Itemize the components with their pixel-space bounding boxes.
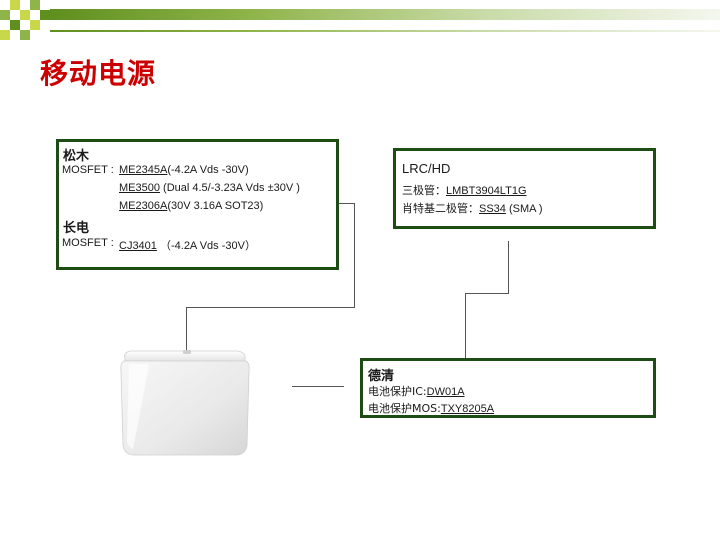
part-row-transistor: 三极管：LMBT3904LT1G bbox=[402, 182, 527, 198]
part-spec-ss34: (SMA ) bbox=[505, 203, 543, 215]
vendor-label-changdian: 长电 bbox=[63, 221, 90, 236]
part-link-ss34[interactable]: SS34 bbox=[479, 203, 506, 215]
deco-square-8 bbox=[0, 30, 10, 40]
component-box-right-top: LRC/HD 三极管：LMBT3904LT1G 肖特基二极管：SS34 (SMA… bbox=[393, 148, 656, 229]
part-link-me3500[interactable]: ME3500 bbox=[119, 182, 160, 194]
page-title: 移动电源 bbox=[40, 57, 157, 90]
part-link-txy8205a[interactable]: TXY8205A bbox=[440, 403, 495, 415]
part-row-protect-mos: 电池保护MOS:TXY8205A bbox=[368, 400, 494, 416]
deco-square-1 bbox=[10, 0, 20, 10]
part-link-lmbt3904lt1g[interactable]: LMBT3904LT1G bbox=[446, 185, 527, 197]
mosfet-label: MOSFET : bbox=[62, 164, 114, 176]
deco-square-6 bbox=[10, 20, 20, 30]
part-link-cj3401[interactable]: CJ3401 bbox=[119, 240, 157, 252]
deco-square-2 bbox=[30, 0, 40, 10]
transistor-label: 三极管： bbox=[402, 184, 446, 197]
part-row-protect-ic: 电池保护IC:DW01A bbox=[368, 383, 465, 399]
part-spec-3: (30V 3.16A SOT23) bbox=[167, 200, 264, 212]
connector-right-drop bbox=[465, 293, 466, 358]
part-row-3: ME2306A(30V 3.16A SOT23) bbox=[119, 200, 263, 212]
part-spec-4: （-4.2A Vds -30V） bbox=[156, 240, 256, 252]
deco-square-7 bbox=[30, 20, 40, 30]
component-box-left: 松木 MOSFET : ME2345A(-4.2A Vds -30V) ME35… bbox=[56, 139, 339, 270]
mosfet-label-2: MOSFET : bbox=[62, 237, 114, 249]
protect-mos-label: 电池保护MOS: bbox=[368, 402, 441, 415]
protect-ic-label: 电池保护IC: bbox=[368, 385, 427, 398]
part-spec-2: (Dual 4.5/-3.23A Vds ±30V ) bbox=[159, 182, 300, 194]
part-spec-1: (-4.2A Vds -30V) bbox=[167, 164, 249, 176]
connector-right-vertical bbox=[508, 241, 509, 294]
deco-square-9 bbox=[20, 30, 30, 40]
header-bar-gap bbox=[50, 20, 720, 30]
schottky-label: 肖特基二极管： bbox=[402, 202, 479, 215]
deco-square-3 bbox=[0, 10, 10, 20]
vendor-label-songmu: 松木 bbox=[63, 149, 90, 164]
vendor-label-lrc: LRC/HD bbox=[402, 161, 451, 176]
connector-bottom-horizontal bbox=[292, 386, 344, 387]
part-link-dw01a[interactable]: DW01A bbox=[426, 386, 465, 398]
power-bank-image bbox=[120, 350, 250, 456]
part-link-me2306a[interactable]: ME2306A bbox=[119, 200, 168, 212]
connector-left-horizontal-2 bbox=[186, 307, 355, 308]
connector-right-horizontal bbox=[465, 293, 509, 294]
deco-square-5 bbox=[40, 10, 50, 20]
deco-square-4 bbox=[20, 10, 30, 20]
connector-left-drop bbox=[186, 307, 187, 351]
part-row-schottky: 肖特基二极管：SS34 (SMA ) bbox=[402, 200, 543, 216]
part-row-1: ME2345A(-4.2A Vds -30V) bbox=[119, 164, 249, 176]
connector-left-horizontal bbox=[339, 203, 355, 204]
vendor-label-deqing: 德清 bbox=[368, 369, 395, 384]
connector-left-vertical bbox=[354, 203, 355, 308]
part-row-4: CJ3401 （-4.2A Vds -30V） bbox=[119, 237, 256, 253]
part-row-2: ME3500 (Dual 4.5/-3.23A Vds ±30V ) bbox=[119, 182, 300, 194]
part-link-me2345a[interactable]: ME2345A bbox=[119, 164, 168, 176]
component-box-right-bottom: 德清 电池保护IC:DW01A 电池保护MOS:TXY8205A bbox=[360, 358, 656, 418]
